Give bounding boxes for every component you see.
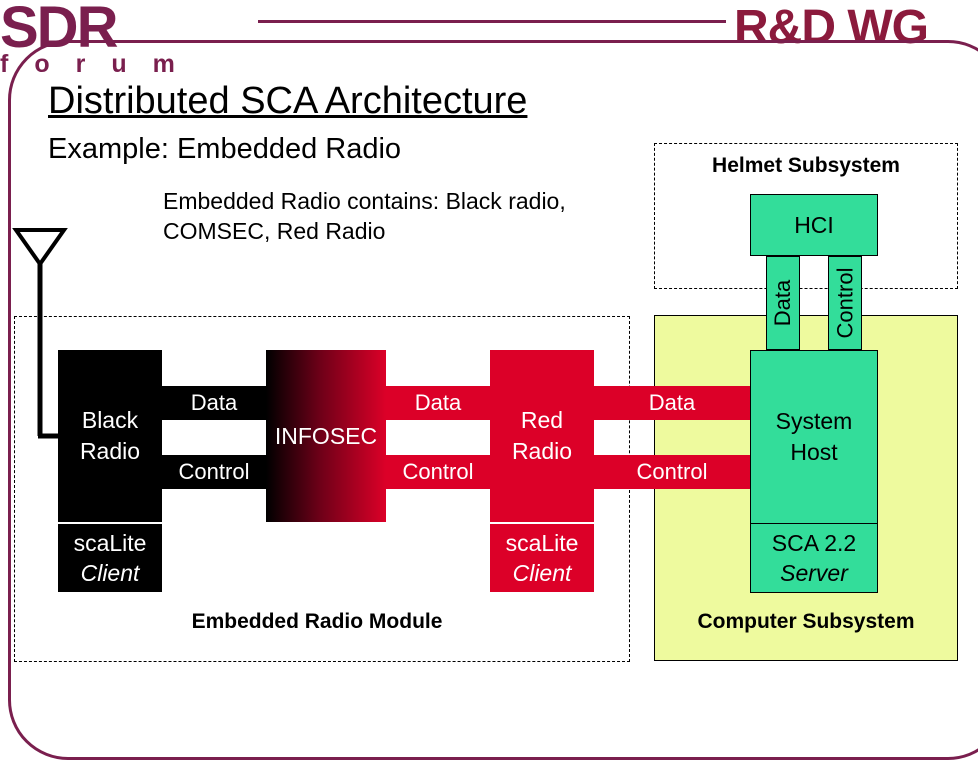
black-control-link: Control [162, 455, 266, 489]
helmet-subsystem-group [654, 143, 958, 289]
host-tag-line-2: Server [780, 560, 848, 586]
black-radio-label-1: Black [81, 407, 139, 433]
hci-control-link: Control [828, 256, 862, 350]
red-control-link-right-label: Control [636, 459, 708, 484]
black-data-link-label: Data [190, 390, 238, 415]
contains-note: Embedded Radio contains: Black radio, CO… [163, 186, 643, 246]
infosec-label: INFOSEC [274, 422, 378, 449]
hci-data-link: Data [766, 256, 800, 350]
system-host-label-2: Host [790, 439, 838, 465]
helmet-subsystem-label: Helmet Subsystem [712, 154, 900, 177]
black-radio-label-2: Radio [79, 438, 141, 464]
hci-control-link-label: Control [832, 267, 858, 339]
red-data-link-left: Data [386, 386, 490, 420]
red-radio-label-2: Radio [511, 438, 573, 464]
red-control-link-left-label: Control [402, 459, 474, 484]
black-tag-line-1: scaLite [73, 530, 147, 556]
hci-node: HCI [750, 194, 878, 256]
hci-data-link-label: Data [770, 279, 796, 327]
black-tag-line-2: Client [80, 560, 140, 586]
system-host-label-1: System [775, 408, 853, 434]
red-data-link-left-label: Data [414, 390, 462, 415]
red-tag-line-2: Client [512, 560, 572, 586]
red-tag-line-1: scaLite [505, 530, 579, 556]
infosec-node: INFOSEC [266, 350, 386, 522]
slide-subtitle: Example: Embedded Radio [48, 133, 402, 165]
computer-subsystem-label: Computer Subsystem [697, 610, 915, 633]
red-radio-label-1: Red [520, 407, 564, 433]
wg-label: R&D WG [734, 1, 929, 54]
contains-line-1: Embedded Radio contains: Black radio, [163, 188, 566, 214]
header-rule [258, 20, 726, 23]
slide-title: Distributed SCA Architecture [48, 80, 528, 122]
red-data-link-right: Data [594, 386, 750, 420]
hci-label: HCI [794, 211, 834, 238]
embedded-radio-module-group [14, 316, 630, 662]
contains-line-2: COMSEC, Red Radio [163, 218, 386, 244]
black-data-link: Data [162, 386, 266, 420]
red-control-link-right: Control [594, 455, 750, 489]
host-tag-line-1: SCA 2.2 [771, 530, 857, 556]
red-control-link-left: Control [386, 455, 490, 489]
black-control-link-label: Control [178, 459, 250, 484]
embedded-radio-module-label: Embedded Radio Module [191, 610, 443, 633]
red-data-link-right-label: Data [648, 390, 696, 415]
